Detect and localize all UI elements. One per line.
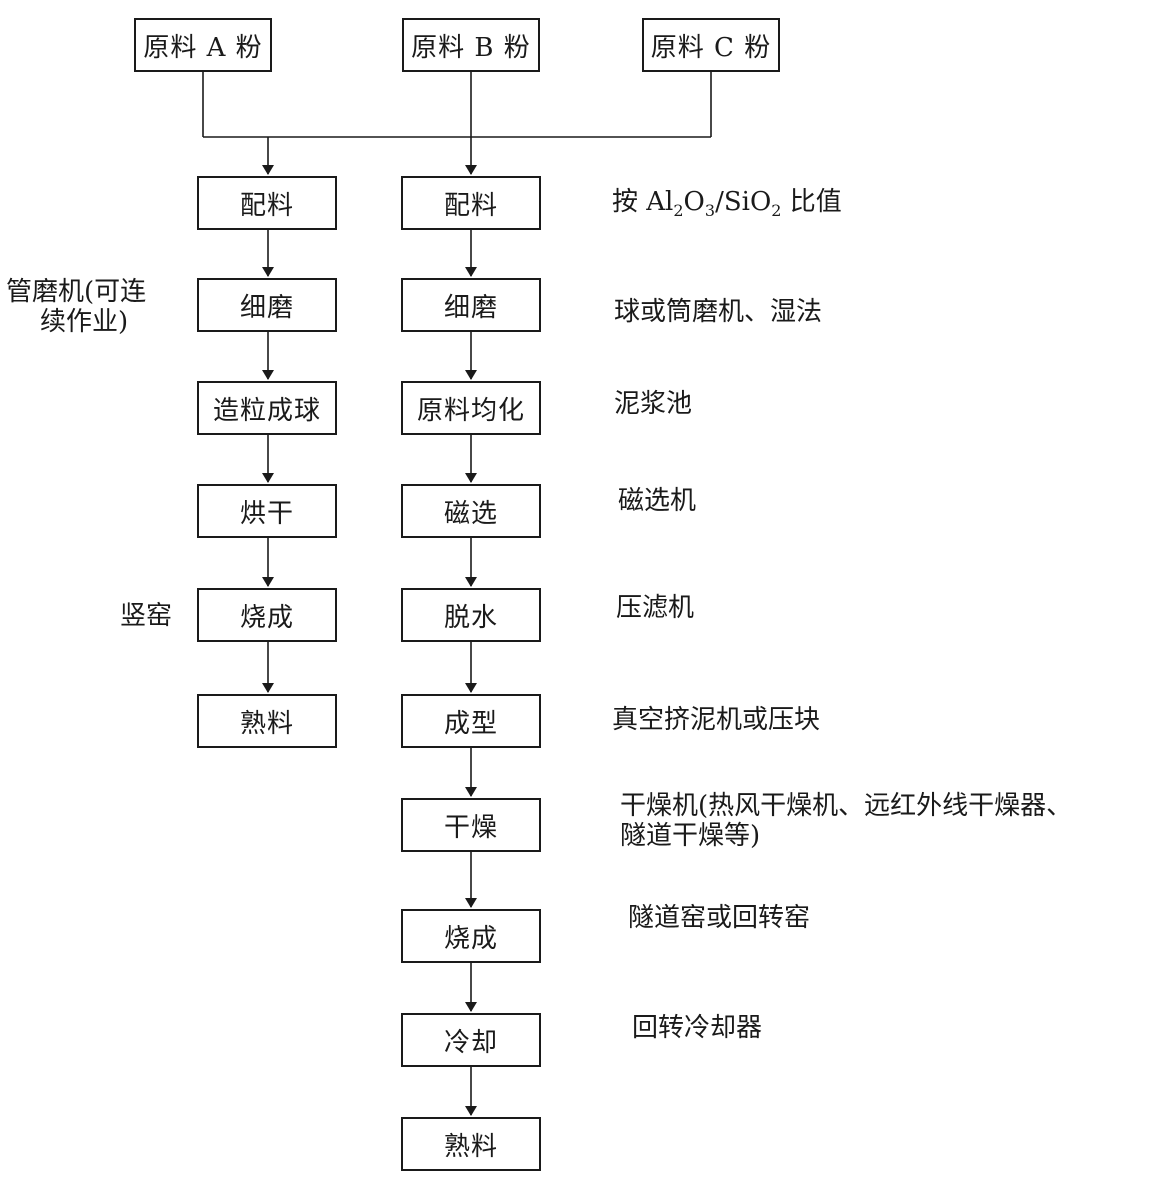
left-grinding-note-line2: 续作业) (40, 307, 129, 337)
right-drying-note-line2: 隧道干燥等) (620, 821, 761, 851)
raw-material-c-box: 原料 C 粉 (642, 18, 780, 72)
left-step-firing: 烧成 (197, 588, 337, 642)
right-batching-note: 按 Al2O3/SiO2 比值 (612, 187, 842, 220)
batching-note-sub2: 3 (704, 201, 716, 220)
left-step-drying: 烘干 (197, 484, 337, 538)
left-grinding-note-line1: 管磨机(可连 (6, 277, 147, 307)
right-step-homogenizing: 原料均化 (401, 381, 541, 435)
batching-note-mid1: O (683, 187, 705, 217)
batching-note-sub1: 2 (673, 201, 684, 220)
batching-note-suffix: 比值 (781, 187, 842, 217)
left-firing-note: 竖窑 (120, 601, 173, 631)
left-step-clinker: 熟料 (197, 694, 337, 748)
raw-material-b-box: 原料 B 粉 (402, 18, 540, 72)
batching-note-prefix: 按 Al (612, 187, 674, 217)
right-firing-note: 隧道窑或回转窑 (628, 903, 811, 933)
right-drying-note-line1: 干燥机(热风干燥机、远红外线干燥器、 (620, 791, 1073, 821)
right-dewatering-note: 压滤机 (616, 593, 695, 623)
left-step-pelletizing: 造粒成球 (197, 381, 337, 435)
right-step-batching: 配料 (401, 176, 541, 230)
right-grinding-note: 球或筒磨机、湿法 (614, 297, 823, 327)
batching-note-mid2: /SiO (715, 187, 772, 217)
right-step-firing: 烧成 (401, 909, 541, 963)
right-forming-note: 真空挤泥机或压块 (612, 705, 821, 735)
right-step-clinker: 熟料 (401, 1117, 541, 1171)
batching-note-sub3: 2 (771, 201, 782, 220)
left-step-batching: 配料 (197, 176, 337, 230)
right-step-magnetic-separation: 磁选 (401, 484, 541, 538)
raw-material-a-box: 原料 A 粉 (134, 18, 272, 72)
right-homogenizing-note: 泥浆池 (614, 389, 693, 419)
right-step-grinding: 细磨 (401, 278, 541, 332)
right-step-dewatering: 脱水 (401, 588, 541, 642)
right-cooling-note: 回转冷却器 (632, 1013, 763, 1043)
right-step-drying: 干燥 (401, 798, 541, 852)
right-step-cooling: 冷却 (401, 1013, 541, 1067)
right-magnetic-note: 磁选机 (618, 486, 697, 516)
right-step-forming: 成型 (401, 694, 541, 748)
left-step-grinding: 细磨 (197, 278, 337, 332)
